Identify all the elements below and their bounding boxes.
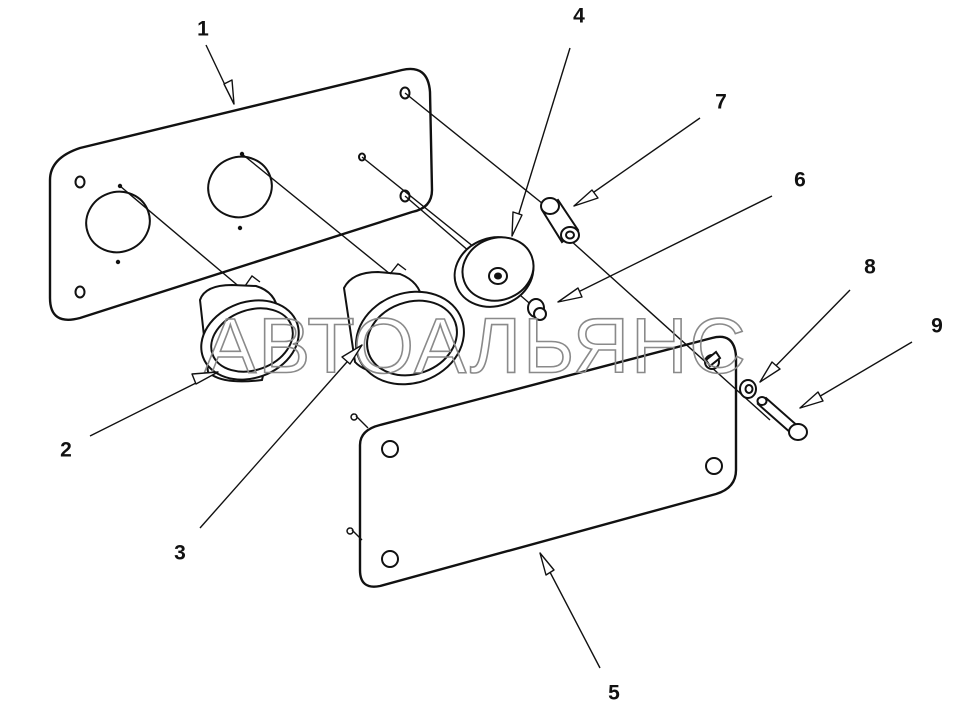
switch-disc-hub-center bbox=[494, 272, 502, 280]
leader-6 bbox=[557, 195, 773, 303]
spacer-sleeve-top bbox=[540, 197, 560, 215]
arrowhead-4 bbox=[511, 211, 523, 237]
cutout-left-mark-bottom bbox=[115, 259, 121, 265]
callout-leaders bbox=[89, 44, 913, 669]
assembly-line-lamp-left bbox=[119, 185, 256, 301]
panel-cutout-middle bbox=[207, 155, 273, 219]
arrowhead-5 bbox=[539, 552, 555, 576]
small-nut-face bbox=[533, 307, 547, 321]
callout-labels: 1 2 3 4 5 6 7 8 9 bbox=[60, 5, 943, 705]
arrowhead-8 bbox=[759, 361, 781, 383]
mounting-panel-outline bbox=[48, 67, 434, 321]
arrowhead-3 bbox=[341, 344, 363, 365]
arrowhead-9 bbox=[799, 391, 824, 409]
washer bbox=[739, 379, 757, 399]
lamp-left-lens bbox=[210, 307, 294, 373]
arrowhead-7 bbox=[573, 189, 599, 207]
leader-3 bbox=[199, 344, 363, 529]
washer-bore bbox=[744, 384, 754, 394]
arrowhead-2 bbox=[191, 371, 219, 385]
arrowhead-1 bbox=[223, 79, 235, 105]
callout-8: 8 bbox=[864, 256, 876, 279]
spacer-sleeve-bore bbox=[565, 230, 575, 240]
cover-screw-bottom-right bbox=[705, 457, 723, 475]
leader-7 bbox=[573, 117, 701, 207]
switch-disc bbox=[453, 236, 535, 308]
small-nut bbox=[527, 298, 547, 321]
panel-cutout-left bbox=[85, 190, 151, 254]
callout-6: 6 bbox=[794, 169, 806, 192]
cover-pin-right bbox=[704, 350, 722, 368]
panel-hole-bottom-left bbox=[74, 285, 86, 299]
leader-4 bbox=[511, 47, 571, 237]
callout-3: 3 bbox=[174, 542, 186, 565]
front-cover-plate bbox=[346, 335, 738, 588]
cutout-middle-mark-bottom bbox=[237, 225, 243, 231]
lamp-middle-tab bbox=[389, 263, 407, 275]
callout-7: 7 bbox=[715, 91, 727, 114]
lamp-left-tab bbox=[244, 275, 261, 287]
indicator-lamp-middle bbox=[342, 263, 465, 386]
callout-1: 1 bbox=[197, 18, 209, 41]
callout-9: 9 bbox=[931, 315, 943, 338]
cover-stud-bottom bbox=[346, 527, 363, 541]
watermark-text: АВТОАЛЬЯНС bbox=[204, 302, 748, 390]
cover-stud-top bbox=[350, 413, 369, 429]
cover-screw-top-left bbox=[381, 440, 399, 458]
callout-5: 5 bbox=[608, 682, 620, 705]
callout-4: 4 bbox=[573, 5, 585, 28]
indicator-lamp-left bbox=[198, 275, 300, 383]
cover-screw-bottom-left bbox=[381, 550, 399, 568]
assembly-line-lamp-middle bbox=[241, 153, 396, 279]
arrowhead-6 bbox=[557, 287, 583, 303]
panel-hole-top-left bbox=[74, 175, 86, 189]
front-cover-outline bbox=[358, 335, 738, 588]
spacer-sleeve bbox=[540, 197, 580, 244]
bolt-tip bbox=[756, 396, 768, 406]
mounting-panel bbox=[48, 67, 434, 321]
bolt bbox=[756, 396, 808, 441]
callout-2: 2 bbox=[60, 439, 72, 462]
lamp-middle-lens bbox=[366, 299, 458, 377]
assembly-line-spacer bbox=[404, 92, 549, 209]
bolt-head bbox=[788, 423, 808, 441]
